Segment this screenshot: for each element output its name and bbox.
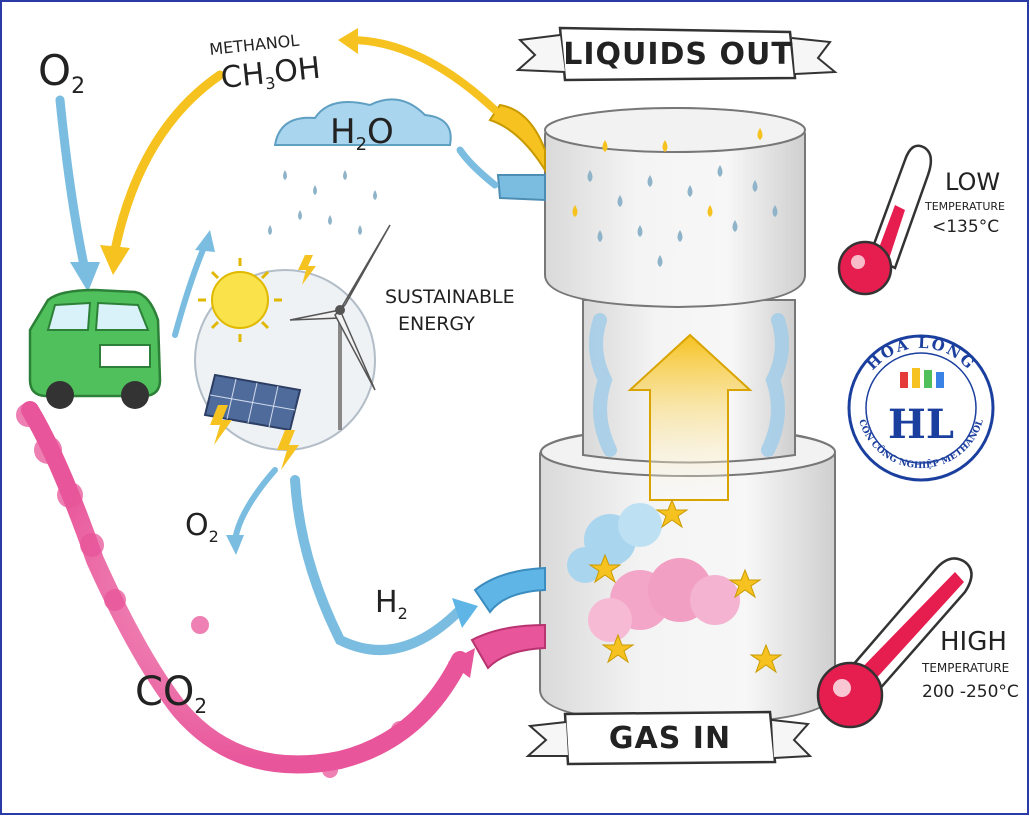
methanol-droplets	[572, 128, 763, 217]
water-droplets	[587, 165, 778, 267]
methanol-formula-label: CH3OH	[219, 51, 322, 98]
co2-to-reactor-arrow	[21, 401, 469, 774]
co2-label: CO2	[135, 669, 207, 718]
gas-in-label: GAS IN	[609, 721, 731, 756]
low-value-label: <135°C	[932, 217, 999, 237]
high-title-label: HIGH	[940, 627, 1007, 657]
o2-top-label: O2	[38, 46, 85, 99]
outlet-pipes	[488, 103, 546, 202]
h2o-label: H2O	[330, 112, 394, 155]
h2-label: H2	[375, 585, 408, 623]
high-value-label: 200 -250°C	[922, 682, 1019, 702]
hydrogen-inlet-pipe	[473, 566, 546, 614]
o2-release-arrow	[232, 467, 278, 543]
high-subtitle-label: TEMPERATURE	[921, 661, 1009, 675]
water-return-arrow	[456, 146, 499, 189]
text-labels: O2 METHANOL CH3OH H2O SUSTAINABLE ENERGY…	[38, 31, 1019, 718]
low-thermometer	[837, 144, 933, 296]
low-title-label: LOW	[945, 168, 1000, 196]
low-subtitle-label: TEMPERATURE	[924, 200, 1005, 213]
co2-puffs	[16, 403, 409, 778]
methanol-to-car-arrow	[110, 70, 225, 255]
water-outlet-pipe	[496, 174, 546, 202]
sustainable-line1-label: SUSTAINABLE	[385, 286, 515, 308]
wind-turbine-icon	[289, 224, 391, 430]
o2-to-car-arrow	[55, 95, 90, 275]
liquids-out-label: LIQUIDS OUT	[563, 37, 793, 72]
lab-flask-icon	[900, 368, 944, 388]
lightning-icon	[210, 255, 316, 470]
h2o-cloud	[268, 98, 452, 235]
upward-flow-arrow	[627, 333, 753, 501]
h2-to-reactor-arrow	[290, 475, 465, 655]
hoa-long-logo: HOA LONG CÔN CÔNG NGHIỆP METHANOL HL	[847, 334, 995, 482]
flow-arrows	[21, 28, 499, 774]
liquids-out-banner: LIQUIDS OUT	[515, 26, 838, 82]
car-to-energy-arrow	[172, 242, 208, 338]
green-car	[28, 288, 162, 409]
sun-icon	[198, 258, 282, 342]
co2-inlet-pipe	[470, 623, 546, 670]
blue-gas-cloud	[567, 503, 662, 583]
energy-globe	[194, 224, 391, 470]
high-thermometer	[816, 557, 973, 729]
reactor	[539, 106, 836, 726]
methanol-return-arrow	[346, 36, 499, 114]
methanol-outlet-pipe	[488, 103, 546, 174]
pink-gas-cloud	[588, 558, 740, 642]
sustainable-line2-label: ENERGY	[398, 313, 475, 335]
inlet-pipes	[470, 566, 546, 670]
logo-monogram: HL	[888, 401, 954, 448]
catalyst-stars	[588, 498, 783, 674]
gas-in-banner: GAS IN	[525, 710, 813, 766]
o2-bottom-label: O2	[185, 508, 219, 546]
